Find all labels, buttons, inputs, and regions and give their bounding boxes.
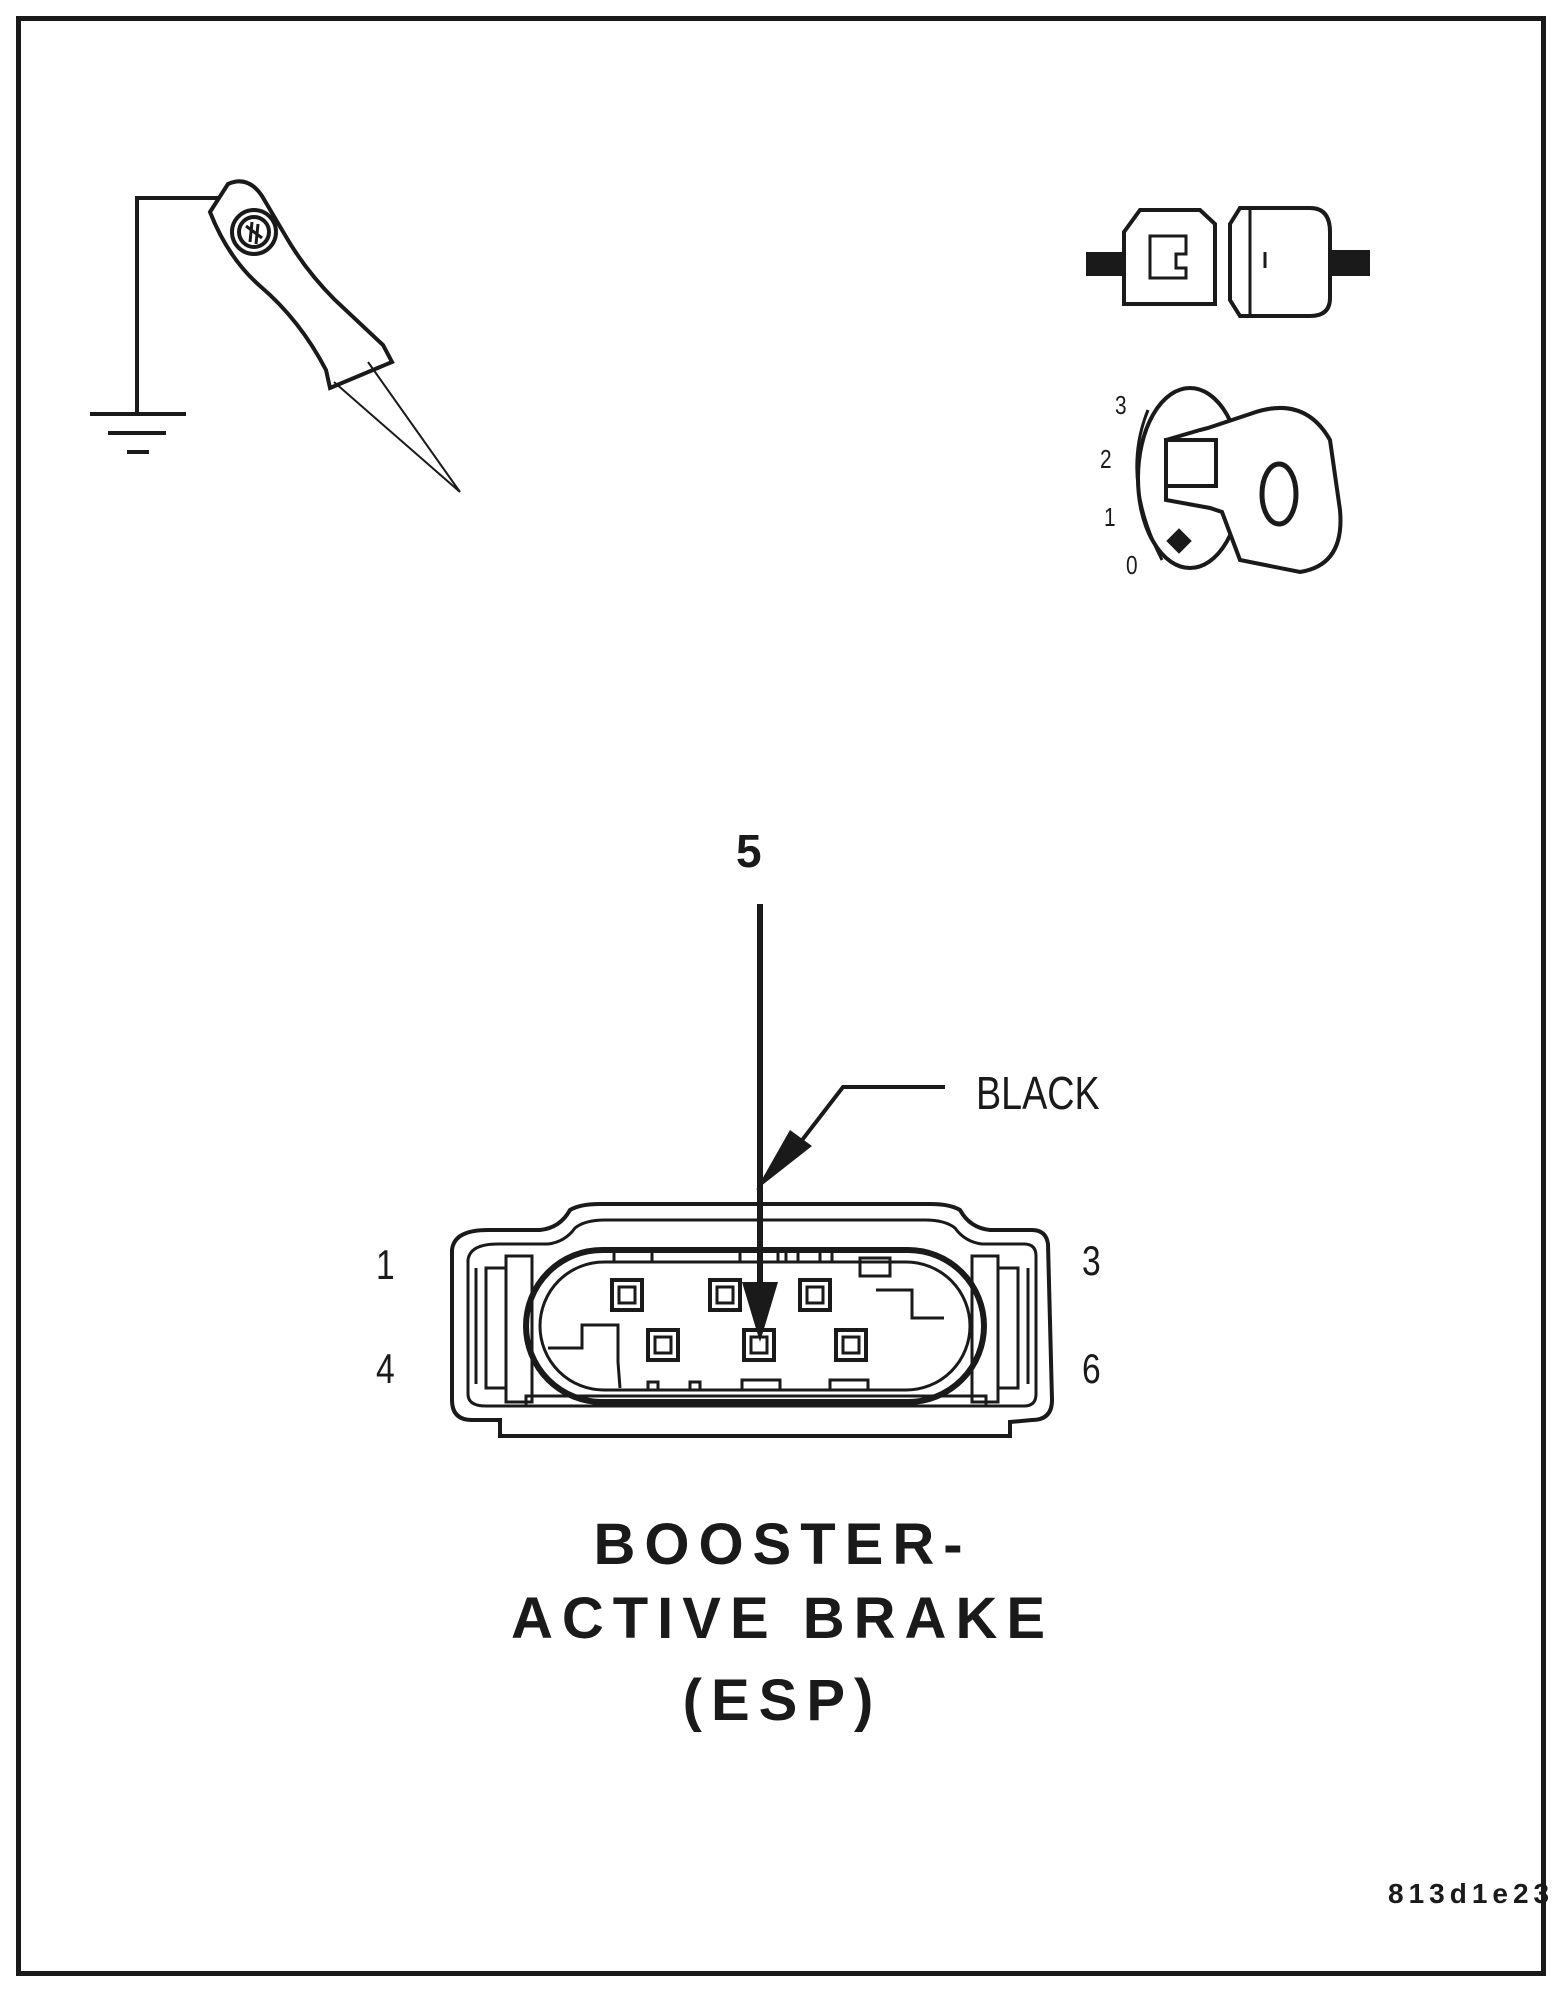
ignition-position-0: 0 [1126,550,1138,580]
component-title-line-3: (ESP) [682,1668,883,1733]
figure-border [16,16,1546,1976]
pin-number-1: 1 [376,1241,395,1288]
figure-id: 813d1e23 [1388,1878,1555,1909]
terminal-row-top [610,1278,832,1312]
connector-body [450,1202,1055,1438]
wire-color-leader [756,1085,945,1190]
pin-callout-number: 5 [736,825,762,877]
pin-number-4: 4 [376,1345,395,1392]
disconnected-connector-icon [1086,206,1370,318]
pin-callout-arrow [742,904,778,1342]
component-title-line-1: BOOSTER- [593,1512,972,1577]
ignition-position-2: 2 [1100,444,1112,474]
pin-number-6: 6 [1082,1345,1101,1392]
pin-number-3: 3 [1082,1237,1101,1284]
ground-symbol-icon [90,196,232,454]
ignition-position-1: 1 [1104,502,1116,532]
terminal-row-bottom [646,1328,868,1362]
ignition-key-icon [1135,386,1343,575]
test-probe-icon [207,179,461,493]
component-title-line-2: ACTIVE BRAKE [510,1586,1055,1651]
ignition-position-3: 3 [1115,390,1127,420]
wire-color-label: BLACK [976,1067,1100,1119]
